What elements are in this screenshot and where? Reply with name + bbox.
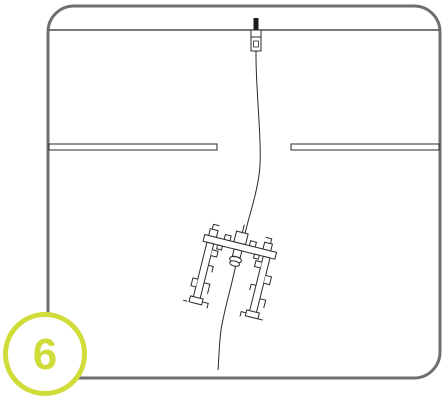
diagram-frame	[46, 4, 442, 380]
rail-profile-icon	[183, 223, 278, 321]
power-cable-lower	[217, 263, 237, 371]
ceiling-suspension-clamp-icon	[250, 18, 262, 56]
right-rail-bar	[290, 143, 440, 151]
left-rail-bar	[48, 143, 218, 151]
step-number: 6	[32, 330, 58, 379]
suspension-cable-upper	[243, 55, 261, 239]
step-number-badge: 6	[3, 312, 87, 396]
